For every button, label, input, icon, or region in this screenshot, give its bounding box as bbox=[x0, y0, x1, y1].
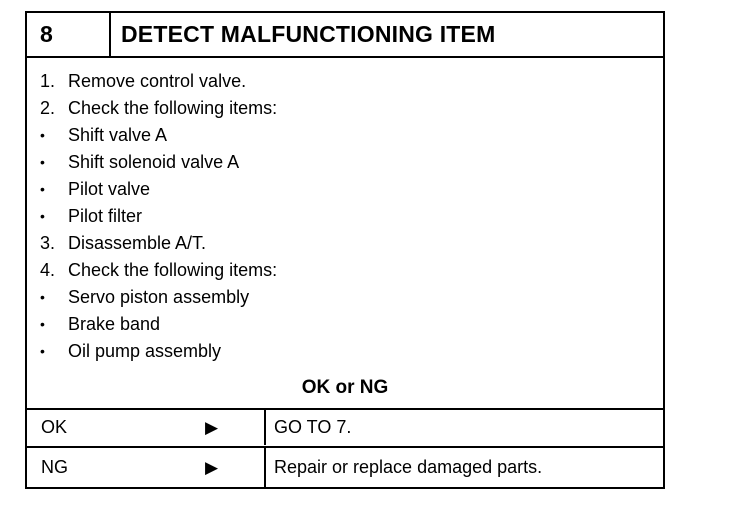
list-item: • Pilot filter bbox=[40, 203, 277, 230]
result-action-ng: Repair or replace damaged parts. bbox=[274, 457, 543, 477]
list-item: • Shift valve A bbox=[40, 122, 277, 149]
step-text: Brake band bbox=[68, 314, 161, 334]
bullet-icon: • bbox=[40, 181, 45, 197]
diagnostic-step-table: 8 DETECT MALFUNCTIONING ITEM 1. Remove co… bbox=[25, 11, 665, 489]
bullet-icon: • bbox=[40, 154, 45, 170]
result-action-ok: GO TO 7. bbox=[274, 417, 352, 437]
result-label-ok: OK bbox=[41, 417, 68, 437]
step-header: 8 DETECT MALFUNCTIONING ITEM bbox=[27, 13, 663, 58]
list-item: 1. Remove control valve. bbox=[40, 68, 277, 95]
bullet-icon: • bbox=[40, 316, 45, 332]
column-divider bbox=[264, 448, 266, 487]
step-text: Remove control valve. bbox=[68, 71, 247, 91]
list-item: 4. Check the following items: bbox=[40, 257, 277, 284]
list-item: • Shift solenoid valve A bbox=[40, 149, 277, 176]
bullet-icon: • bbox=[40, 289, 45, 305]
bullet-icon: • bbox=[40, 127, 45, 143]
step-text: Check the following items: bbox=[68, 98, 278, 118]
step-marker: 1. bbox=[40, 71, 56, 91]
result-row-ng: NG ▶ Repair or replace damaged parts. bbox=[27, 446, 663, 487]
result-row-ok: OK ▶ GO TO 7. bbox=[27, 408, 663, 445]
procedure-list: 1. Remove control valve. 2. Check the foll… bbox=[40, 68, 277, 365]
step-marker: 2. bbox=[40, 98, 56, 118]
step-text: Oil pump assembly bbox=[68, 341, 222, 361]
list-item: • Servo piston assembly bbox=[40, 284, 277, 311]
arrow-right-icon: ▶ bbox=[205, 418, 219, 437]
step-text: Servo piston assembly bbox=[68, 287, 250, 307]
step-text: Disassemble A/T. bbox=[68, 233, 207, 253]
step-text: Pilot filter bbox=[68, 206, 143, 226]
bullet-icon: • bbox=[40, 343, 45, 359]
bullet-icon: • bbox=[40, 208, 45, 224]
list-item: • Oil pump assembly bbox=[40, 338, 277, 365]
step-title: DETECT MALFUNCTIONING ITEM bbox=[121, 21, 496, 47]
step-marker: 3. bbox=[40, 233, 56, 253]
step-text: Shift valve A bbox=[68, 125, 168, 145]
step-number: 8 bbox=[27, 13, 111, 56]
step-text: Shift solenoid valve A bbox=[68, 152, 240, 172]
list-item: 3. Disassemble A/T. bbox=[40, 230, 277, 257]
step-marker: 4. bbox=[40, 260, 56, 280]
result-heading: OK or NG bbox=[301, 377, 389, 398]
list-item: • Pilot valve bbox=[40, 176, 277, 203]
step-text: Check the following items: bbox=[68, 260, 278, 280]
column-divider bbox=[264, 410, 266, 445]
arrow-right-icon: ▶ bbox=[205, 458, 219, 477]
list-item: • Brake band bbox=[40, 311, 277, 338]
result-label-ng: NG bbox=[41, 457, 68, 477]
step-text: Pilot valve bbox=[68, 179, 151, 199]
list-item: 2. Check the following items: bbox=[40, 95, 277, 122]
